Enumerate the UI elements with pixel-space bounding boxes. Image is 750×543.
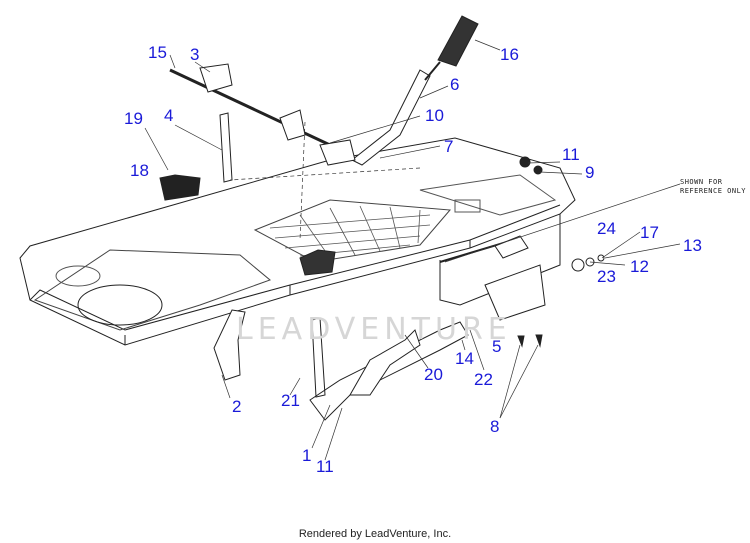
frame-side-rail [124,240,471,345]
watermark: LEADVENTURE [236,312,512,347]
reference-note-line-1: SHOWN FOR [680,178,723,186]
callout-4: 4 [164,106,174,125]
callout-1: 1 [302,446,312,465]
callout-23: 23 [597,267,616,286]
frame-right-wall [439,214,561,306]
link-20 [349,329,421,396]
callout-20: 20 [424,365,443,384]
callout-8: 8 [490,417,500,436]
callout-6: 6 [450,75,460,94]
lever-2 [213,309,246,381]
bar-14 [311,317,326,398]
callout-19: 19 [124,109,143,128]
callout-18: 18 [130,161,149,180]
callout-11-top: 11 [562,145,580,164]
reference-note-line-2: REFERENCE ONLY [680,187,747,195]
leader-lines [144,39,681,461]
callout-22: 22 [474,370,493,389]
callout-7: 7 [444,137,454,156]
callout-10: 10 [425,106,444,125]
callout-16: 16 [500,45,519,64]
frame-outline [19,137,576,346]
deck-holes [269,205,431,259]
footer-credit: Rendered by LeadVenture, Inc. [298,528,452,540]
callout-17: 17 [640,223,659,242]
reference-note: SHOWN FOR REFERENCE ONLY [680,178,746,196]
callout-13: 13 [683,236,702,255]
rod-3 [169,68,331,147]
callout-24: 24 [597,219,616,238]
handle-6 [351,69,431,166]
callout-3: 3 [190,45,200,64]
callout-14: 14 [455,349,474,368]
frame-inner-edge [29,204,561,331]
bracket-18 [159,174,201,201]
lever-4 [219,112,233,183]
callout-12: 12 [630,257,649,276]
callout-11-bottom: 11 [316,457,334,476]
callout-15: 15 [148,43,167,62]
grip-16 [437,15,479,67]
left-plate [33,249,271,331]
callout-9: 9 [585,163,595,182]
callout-2: 2 [232,397,242,416]
pulley-opening [77,284,163,326]
callout-21: 21 [281,391,300,410]
callout-5: 5 [492,337,502,356]
pedal-bracket-5 [484,264,546,321]
